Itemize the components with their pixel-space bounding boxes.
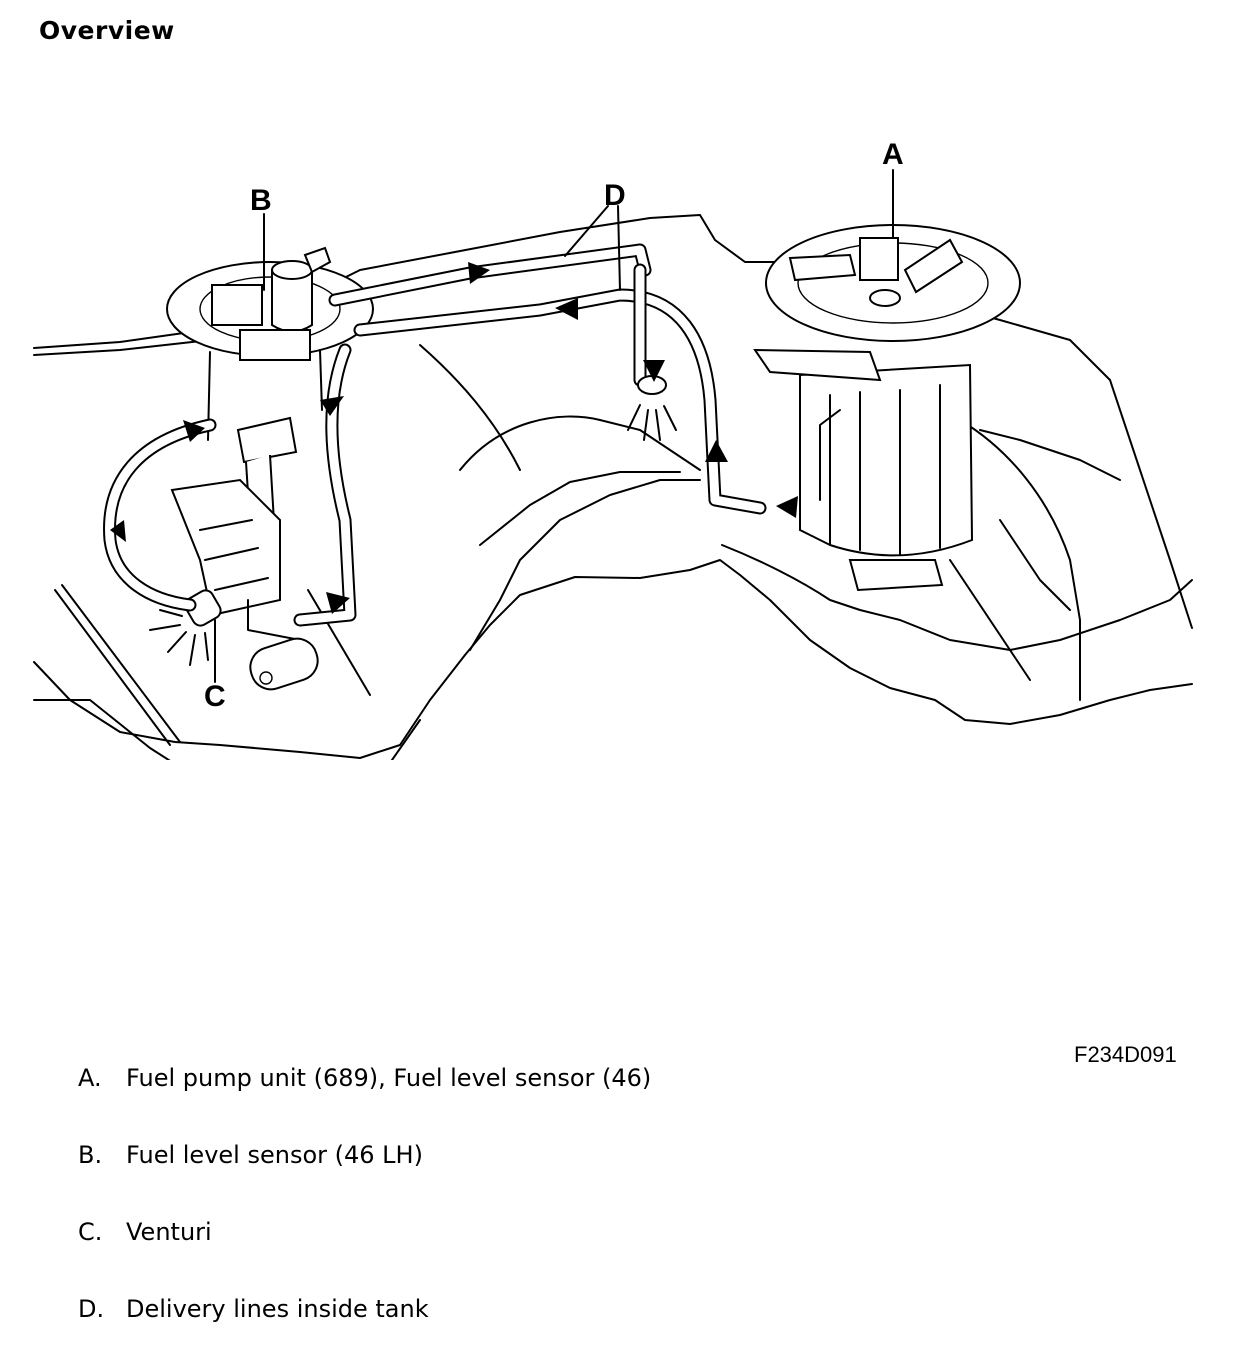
fuel-tank-diagram: A B C D	[33, 138, 1193, 760]
flow-arrow	[183, 420, 205, 442]
callout-c: C	[204, 680, 226, 713]
legend-text: Fuel level sensor (46 LH)	[126, 1141, 423, 1169]
legend-item-a: A. Fuel pump unit (689), Fuel level senso…	[78, 1064, 651, 1141]
flow-arrow	[555, 298, 578, 320]
flow-arrow	[468, 262, 490, 284]
flow-arrow	[776, 496, 798, 518]
flow-arrows	[110, 262, 798, 614]
legend-key: D.	[78, 1295, 105, 1323]
legend-item-b: B. Fuel level sensor (46 LH)	[78, 1141, 651, 1218]
venturi-c	[149, 589, 222, 677]
flow-arrow	[326, 592, 350, 614]
legend-text: Delivery lines inside tank	[126, 1295, 429, 1323]
flow-arrow	[705, 440, 728, 462]
fuel-pump-unit-a	[753, 224, 1021, 592]
fuel-tank-outline	[33, 214, 1193, 760]
callout-a: A	[882, 138, 904, 171]
legend-item-c: C. Venturi	[78, 1218, 651, 1295]
legend-key: C.	[78, 1218, 103, 1246]
legend-key: A.	[78, 1064, 102, 1092]
callout-leaders	[214, 169, 894, 683]
legend-item-d: D. Delivery lines inside tank	[78, 1295, 651, 1372]
page-title: Overview	[39, 16, 175, 45]
figure-code: F234D091	[1074, 1042, 1177, 1067]
flow-arrow	[110, 520, 126, 542]
flow-arrow	[643, 360, 665, 382]
legend-text: Fuel pump unit (689), Fuel level sensor …	[126, 1064, 652, 1092]
legend-key: B.	[78, 1141, 103, 1169]
callout-b: B	[250, 184, 272, 217]
legend: A. Fuel pump unit (689), Fuel level senso…	[78, 1064, 651, 1372]
delivery-lines	[103, 243, 767, 627]
legend-text: Venturi	[126, 1218, 212, 1246]
callout-d: D	[604, 179, 626, 212]
fuel-level-sensor-b	[166, 246, 374, 691]
flow-arrow	[320, 396, 344, 416]
